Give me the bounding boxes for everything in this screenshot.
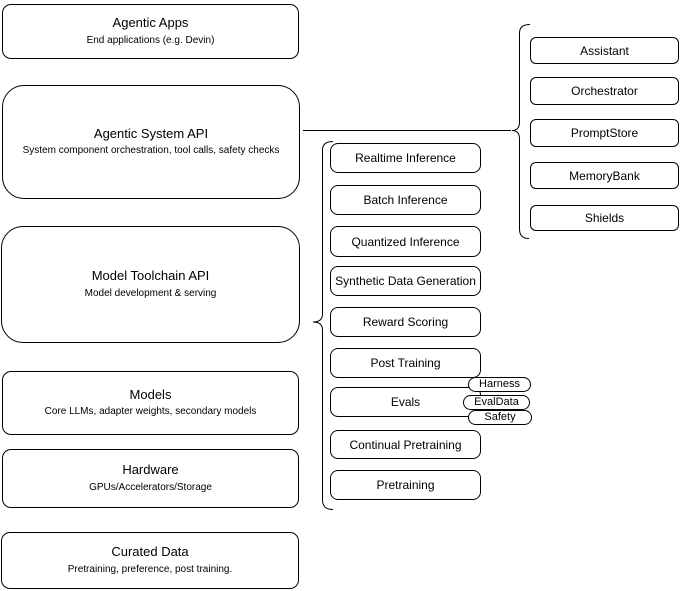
layer-title: Models: [129, 386, 172, 402]
layer-subtitle: GPUs/Accelerators/Storage: [89, 481, 212, 493]
component-promptstore: PromptStore: [530, 119, 679, 147]
layer-box-models: Models Core LLMs, adapter weights, secon…: [2, 371, 299, 435]
component-shields: Shields: [530, 205, 679, 231]
toolchain-item-batch-inference: Batch Inference: [330, 185, 481, 215]
eval-tag-safety: Safety: [468, 410, 532, 425]
layer-subtitle: End applications (e.g. Devin): [86, 34, 215, 46]
toolchain-item-realtime-inference: Realtime Inference: [330, 143, 481, 173]
layer-box-agentic-system-api: Agentic System API System component orch…: [2, 85, 300, 199]
component-orchestrator: Orchestrator: [530, 77, 679, 105]
layer-subtitle: Model development & serving: [84, 287, 217, 299]
layer-title: Hardware: [122, 462, 179, 478]
eval-tag-harness: Harness: [468, 377, 531, 392]
toolchain-item-continual-pretraining: Continual Pretraining: [330, 430, 481, 459]
layer-box-curated-data: Curated Data Pretraining, preference, po…: [1, 532, 299, 589]
curly-brace-system-components: [511, 24, 531, 239]
toolchain-item-synthetic-data-generation: Synthetic Data Generation: [330, 266, 481, 296]
eval-tag-evaldata: EvalData: [463, 395, 530, 410]
toolchain-item-evals: Evals: [330, 387, 481, 417]
component-assistant: Assistant: [530, 37, 679, 64]
layer-title: Agentic Apps: [112, 15, 189, 31]
layer-subtitle: Core LLMs, adapter weights, secondary mo…: [44, 406, 257, 418]
toolchain-item-quantized-inference: Quantized Inference: [330, 226, 481, 257]
layer-title: Curated Data: [111, 544, 189, 560]
layer-subtitle: System component orchestration, tool cal…: [22, 145, 280, 157]
toolchain-item-post-training: Post Training: [330, 348, 481, 378]
component-memorybank: MemoryBank: [530, 162, 679, 189]
layer-subtitle: Pretraining, preference, post training.: [67, 563, 233, 575]
layer-title: Agentic System API: [93, 125, 209, 141]
layer-box-hardware: Hardware GPUs/Accelerators/Storage: [2, 449, 299, 508]
toolchain-item-reward-scoring: Reward Scoring: [330, 307, 481, 337]
layer-box-model-toolchain-api: Model Toolchain API Model development & …: [1, 226, 300, 343]
layer-title: Model Toolchain API: [91, 268, 210, 284]
layer-box-agentic-apps: Agentic Apps End applications (e.g. Devi…: [2, 4, 299, 59]
toolchain-item-pretraining: Pretraining: [330, 470, 481, 500]
